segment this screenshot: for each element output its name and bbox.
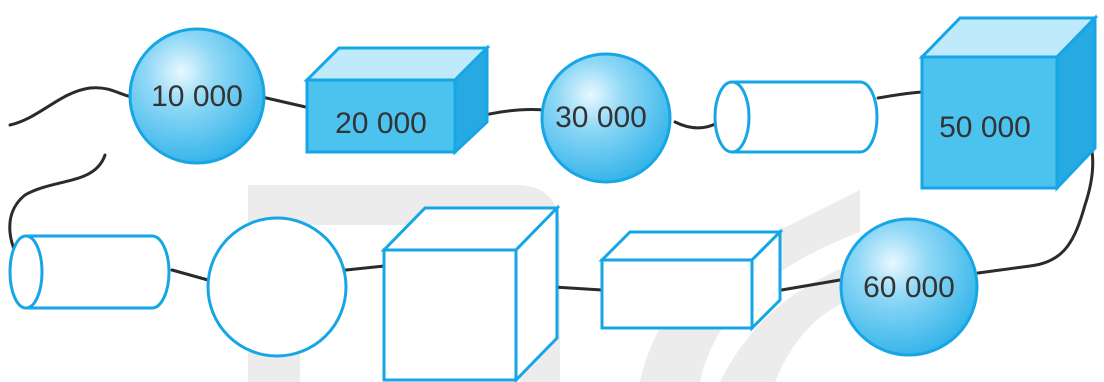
shape-2-sphere: 30 000 [540, 52, 672, 184]
shape-0-label: 10 000 [151, 80, 243, 113]
string-sphere4-cyl2 [170, 268, 210, 282]
shape-2-label: 30 000 [555, 101, 647, 134]
shape-9-cylinder [8, 234, 171, 310]
shape-4-label: 50 000 [939, 111, 1031, 144]
shape-1-label: 20 000 [335, 107, 427, 140]
string-cube2-sphere4 [344, 264, 386, 272]
string-sphere1-box1 [260, 95, 312, 110]
shape-5-sphere: 60 000 [839, 217, 979, 357]
string-cyl1-cube1 [876, 90, 924, 100]
shape-6-box [598, 228, 784, 332]
shape-7-cube [380, 204, 561, 382]
shape-0-sphere: 10 000 [128, 27, 266, 165]
shape-1-box: 20 000 [303, 44, 491, 156]
shape-5-label: 60 000 [863, 271, 955, 304]
shape-3-cylinder [713, 80, 879, 154]
shape-4-cube: 50 000 [918, 14, 1099, 192]
shape-8-sphere [206, 216, 348, 358]
string-start [8, 86, 134, 127]
